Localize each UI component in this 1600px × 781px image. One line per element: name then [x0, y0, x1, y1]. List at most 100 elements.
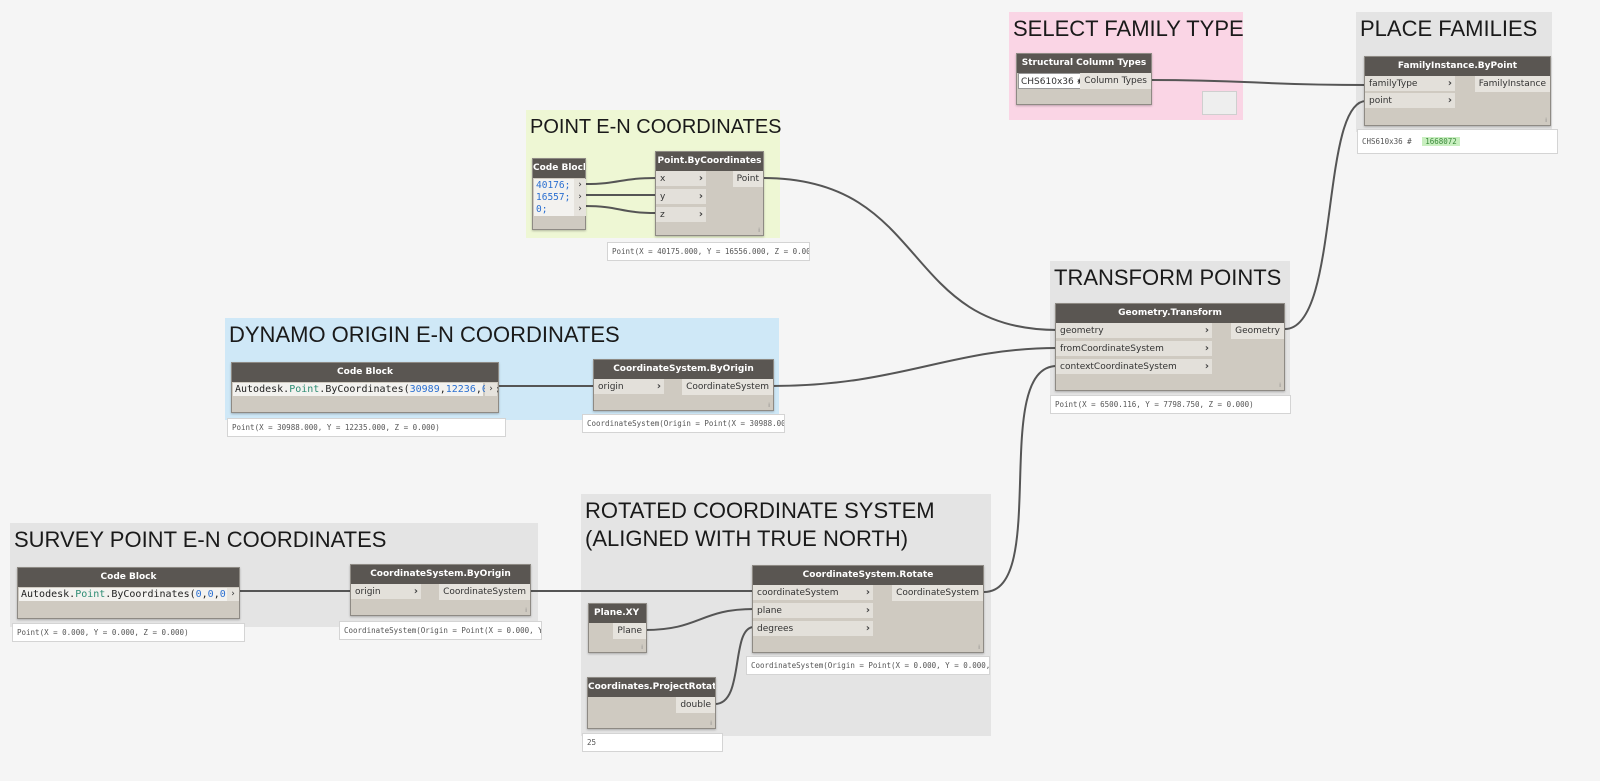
- chevron-right-icon: ›: [1204, 361, 1209, 372]
- preview-cs-2: CoordinateSystem(Origin = Point(X = 0.00…: [339, 621, 542, 640]
- node-header: FamilyInstance.ByPoint: [1365, 57, 1550, 76]
- output-coordinate-system[interactable]: CoordinateSystem: [439, 584, 530, 600]
- chevron-right-icon: ›: [413, 586, 418, 597]
- wire-rotate-to-context: [983, 365, 1058, 593]
- code-line-2[interactable]: 16557;: [534, 191, 574, 204]
- resize-grip-icon[interactable]: ⁞: [768, 402, 770, 409]
- resize-grip-icon[interactable]: ⁞: [1545, 117, 1547, 124]
- resize-grip-icon[interactable]: ⁞: [978, 644, 980, 651]
- group-title: SELECT FAMILY TYPE: [1013, 16, 1244, 41]
- node-header: CoordinateSystem.ByOrigin: [351, 565, 530, 584]
- input-degrees[interactable]: degrees›: [753, 621, 873, 637]
- node-header: Code Block: [232, 363, 498, 382]
- chevron-right-icon: ›: [1447, 78, 1452, 89]
- preview-transformed-point: Point(X = 6500.116, Y = 7798.750, Z = 0.…: [1050, 395, 1291, 414]
- preview-cs-rotated: CoordinateSystem(Origin = Point(X = 0.00…: [746, 656, 990, 675]
- node-family-instance-by-point[interactable]: FamilyInstance.ByPoint familyType› point…: [1364, 56, 1551, 126]
- code-line[interactable]: Autodesk.Point.ByCoordinates(30989,12236…: [233, 383, 500, 396]
- chevron-right-icon: ›: [1447, 95, 1452, 106]
- chevron-right-icon: ›: [698, 209, 703, 220]
- resize-grip-icon[interactable]: ⁞: [641, 644, 643, 651]
- code-line-3[interactable]: 0;: [534, 203, 574, 216]
- node-header: Coordinates.ProjectRotation: [588, 678, 715, 697]
- output-family-instance[interactable]: FamilyInstance: [1474, 76, 1550, 92]
- group-title: SURVEY POINT E-N COORDINATES: [14, 527, 387, 552]
- chevron-right-icon: ›: [865, 623, 870, 634]
- node-geometry-transform[interactable]: Geometry.Transform geometry› fromCoordin…: [1055, 303, 1285, 391]
- output-chevron-icon[interactable]: ›: [485, 383, 497, 396]
- node-project-rotation[interactable]: Coordinates.ProjectRotation double ⁞: [587, 677, 716, 729]
- preview-point: Point(X = 40175.000, Y = 16556.000, Z = …: [607, 242, 810, 261]
- input-origin[interactable]: origin›: [594, 379, 664, 395]
- node-code-block-origin[interactable]: Code Block Autodesk.Point.ByCoordinates(…: [231, 362, 500, 413]
- dropdown-value: CHS610x36 #: [1021, 77, 1085, 87]
- element-id-badge[interactable]: 1668072: [1422, 137, 1460, 146]
- output-double[interactable]: double: [676, 697, 715, 713]
- chevron-right-icon: ›: [865, 587, 870, 598]
- node-structural-column-types[interactable]: Structural Column Types CHS610x36 # ▼ Co…: [1016, 53, 1152, 105]
- input-from-coordinate-system[interactable]: fromCoordinateSystem›: [1056, 341, 1212, 357]
- preview-survey-point: Point(X = 0.000, Y = 0.000, Z = 0.000): [12, 623, 245, 642]
- code-line-1[interactable]: 40176;: [534, 179, 574, 192]
- node-header: Structural Column Types: [1017, 54, 1151, 73]
- group-title: TRANSFORM POINTS: [1054, 265, 1282, 290]
- group-title: PLACE FAMILIES: [1360, 16, 1538, 41]
- node-code-block-survey[interactable]: Code Block Autodesk.Point.ByCoordinates(…: [17, 567, 240, 619]
- output-coordinate-system[interactable]: CoordinateSystem: [892, 585, 983, 601]
- node-header: CoordinateSystem.Rotate: [753, 566, 983, 585]
- group-title: DYNAMO ORIGIN E-N COORDINATES: [229, 322, 620, 347]
- group-placeholder-box: [1202, 91, 1237, 115]
- resize-grip-icon[interactable]: ⁞: [1279, 382, 1281, 389]
- node-cs-rotate[interactable]: CoordinateSystem.Rotate coordinateSystem…: [752, 565, 984, 653]
- resize-grip-icon[interactable]: ⁞: [525, 607, 527, 614]
- input-coordinate-system[interactable]: coordinateSystem›: [753, 585, 873, 601]
- input-x[interactable]: x›: [656, 171, 706, 187]
- output-chevron-icon[interactable]: ›: [574, 203, 586, 216]
- node-point-by-coordinates[interactable]: Point.ByCoordinates x› y› z› Point ⁞: [655, 151, 764, 236]
- node-code-block-en[interactable]: Code Block 40176; 16557; 0; › › ›: [532, 158, 586, 230]
- node-header: CoordinateSystem.ByOrigin: [594, 360, 773, 379]
- preview-cs-1: CoordinateSystem(Origin = Point(X = 3098…: [582, 414, 785, 433]
- input-origin[interactable]: origin›: [351, 584, 421, 600]
- group-title-line2: (ALIGNED WITH TRUE NORTH): [585, 526, 909, 551]
- node-header: Code Block: [18, 568, 239, 587]
- resize-grip-icon[interactable]: ⁞: [710, 720, 712, 727]
- resize-grip-icon[interactable]: ⁞: [758, 227, 760, 234]
- output-plane[interactable]: Plane: [613, 623, 646, 639]
- output-chevron-icon[interactable]: ›: [574, 191, 586, 204]
- node-cs-by-origin-1[interactable]: CoordinateSystem.ByOrigin origin› Coordi…: [593, 359, 774, 411]
- code-line[interactable]: Autodesk.Point.ByCoordinates(0,0,0);: [19, 588, 238, 601]
- input-plane[interactable]: plane›: [753, 603, 873, 619]
- input-family-type[interactable]: familyType›: [1365, 76, 1455, 92]
- input-point[interactable]: point›: [1365, 93, 1455, 109]
- wire-geometry-to-point: [1284, 100, 1367, 330]
- input-geometry[interactable]: geometry›: [1056, 323, 1212, 339]
- group-title: ROTATED COORDINATE SYSTEM: [585, 498, 935, 523]
- output-chevron-icon[interactable]: ›: [574, 179, 586, 192]
- output-point[interactable]: Point: [732, 171, 763, 187]
- node-header: Point.ByCoordinates: [656, 152, 763, 171]
- node-header: Plane.XY: [589, 604, 646, 623]
- node-header: Code Block: [533, 159, 585, 178]
- group-title: POINT E-N COORDINATES: [530, 116, 782, 138]
- input-z[interactable]: z›: [656, 207, 706, 223]
- chevron-right-icon: ›: [1204, 325, 1209, 336]
- input-y[interactable]: y›: [656, 189, 706, 205]
- chevron-right-icon: ›: [1204, 343, 1209, 354]
- output-geometry[interactable]: Geometry: [1231, 323, 1284, 339]
- input-context-coordinate-system[interactable]: contextCoordinateSystem›: [1056, 359, 1212, 375]
- output-coordinate-system[interactable]: CoordinateSystem: [682, 379, 773, 395]
- wire-cs1-to-from: [771, 347, 1058, 387]
- chevron-right-icon: ›: [698, 191, 703, 202]
- chevron-right-icon: ›: [865, 605, 870, 616]
- output-column-types[interactable]: Column Types: [1080, 73, 1151, 89]
- node-header: Geometry.Transform: [1056, 304, 1284, 323]
- preview-rotation-value: 25: [582, 733, 723, 752]
- chevron-right-icon: ›: [656, 381, 661, 392]
- preview-family-instance: CHS610x36 # 1668072: [1357, 129, 1558, 154]
- node-plane-xy[interactable]: Plane.XY Plane ⁞: [588, 603, 647, 653]
- preview-origin-point: Point(X = 30988.000, Y = 12235.000, Z = …: [227, 418, 506, 437]
- node-cs-by-origin-2[interactable]: CoordinateSystem.ByOrigin origin› Coordi…: [350, 564, 531, 616]
- output-chevron-icon[interactable]: ›: [227, 588, 239, 601]
- column-type-dropdown[interactable]: CHS610x36 # ▼: [1018, 73, 1086, 89]
